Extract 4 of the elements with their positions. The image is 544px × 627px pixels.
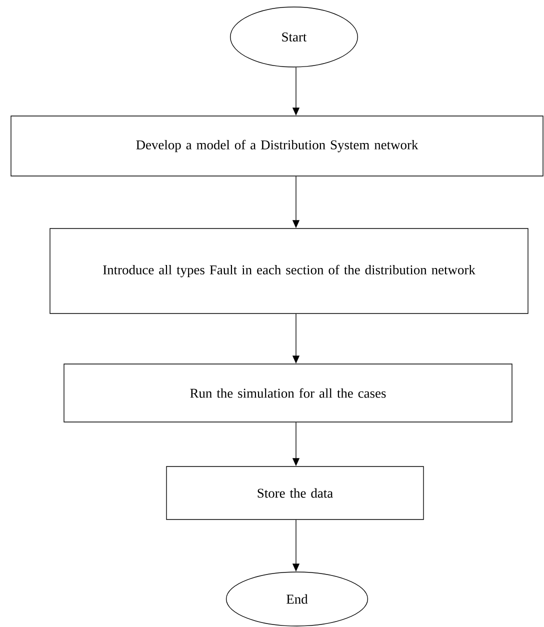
process-box: Introduce all types Fault in each section of the distribution network (50, 228, 528, 314)
process-box: Run the simulation for all the cases (64, 364, 512, 422)
process-box: Store the data (166, 466, 424, 520)
process-box: Develop a model of a Distribution System network (10, 116, 544, 176)
